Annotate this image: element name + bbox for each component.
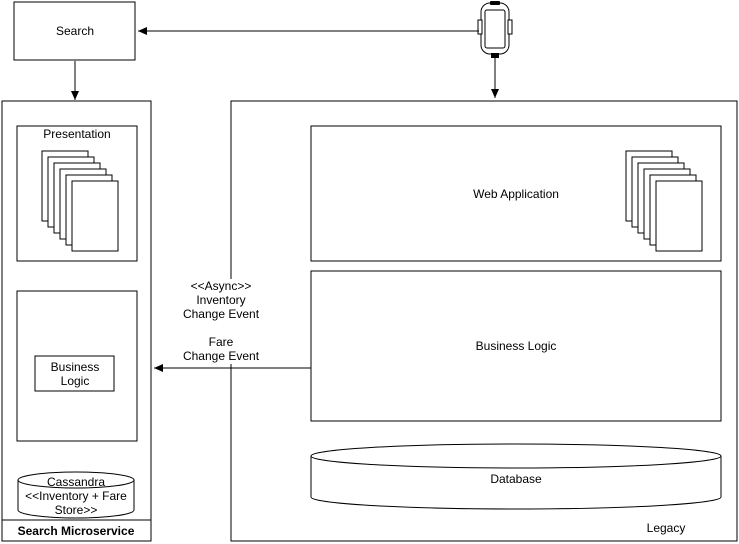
database-store: Database [310, 443, 722, 510]
async-label-line3: Change Event [183, 307, 260, 321]
async-label-line2: Inventory [196, 293, 245, 307]
web-application-node: Web Application [310, 125, 722, 262]
cassandra-line2: <<Inventory + Fare [25, 489, 127, 503]
cassandra-store: Cassandra <<Inventory + Fare Store>> [17, 471, 135, 519]
presentation-label: Presentation [43, 127, 110, 141]
business-logic-micro-node: Business Logic [16, 290, 138, 442]
async-label-background [176, 279, 268, 364]
search-microservice-label: Search Microservice [18, 524, 135, 538]
search-node: Search [13, 1, 136, 61]
web-application-label: Web Application [473, 187, 559, 201]
presentation-node: Presentation [16, 125, 138, 262]
business-logic-legacy-label: Business Logic [476, 339, 557, 353]
async-event-label: <<Async>> Inventory Change Event Fare Ch… [183, 279, 260, 363]
async-label-line6: Change Event [183, 349, 260, 363]
cassandra-line3: Store>> [55, 503, 98, 517]
search-label: Search [56, 24, 94, 38]
business-logic-legacy-node: Business Logic [310, 270, 722, 422]
async-label-line1: <<Async>> [191, 279, 252, 293]
cassandra-line1: Cassandra [47, 475, 105, 489]
business-logic-micro-line2: Logic [61, 374, 90, 388]
async-label-line5: Fare [209, 335, 234, 349]
database-label: Database [490, 472, 542, 486]
business-logic-micro-line1: Business [51, 360, 100, 374]
mobile-device-icon [477, 1, 513, 58]
legacy-label: Legacy [647, 521, 686, 535]
